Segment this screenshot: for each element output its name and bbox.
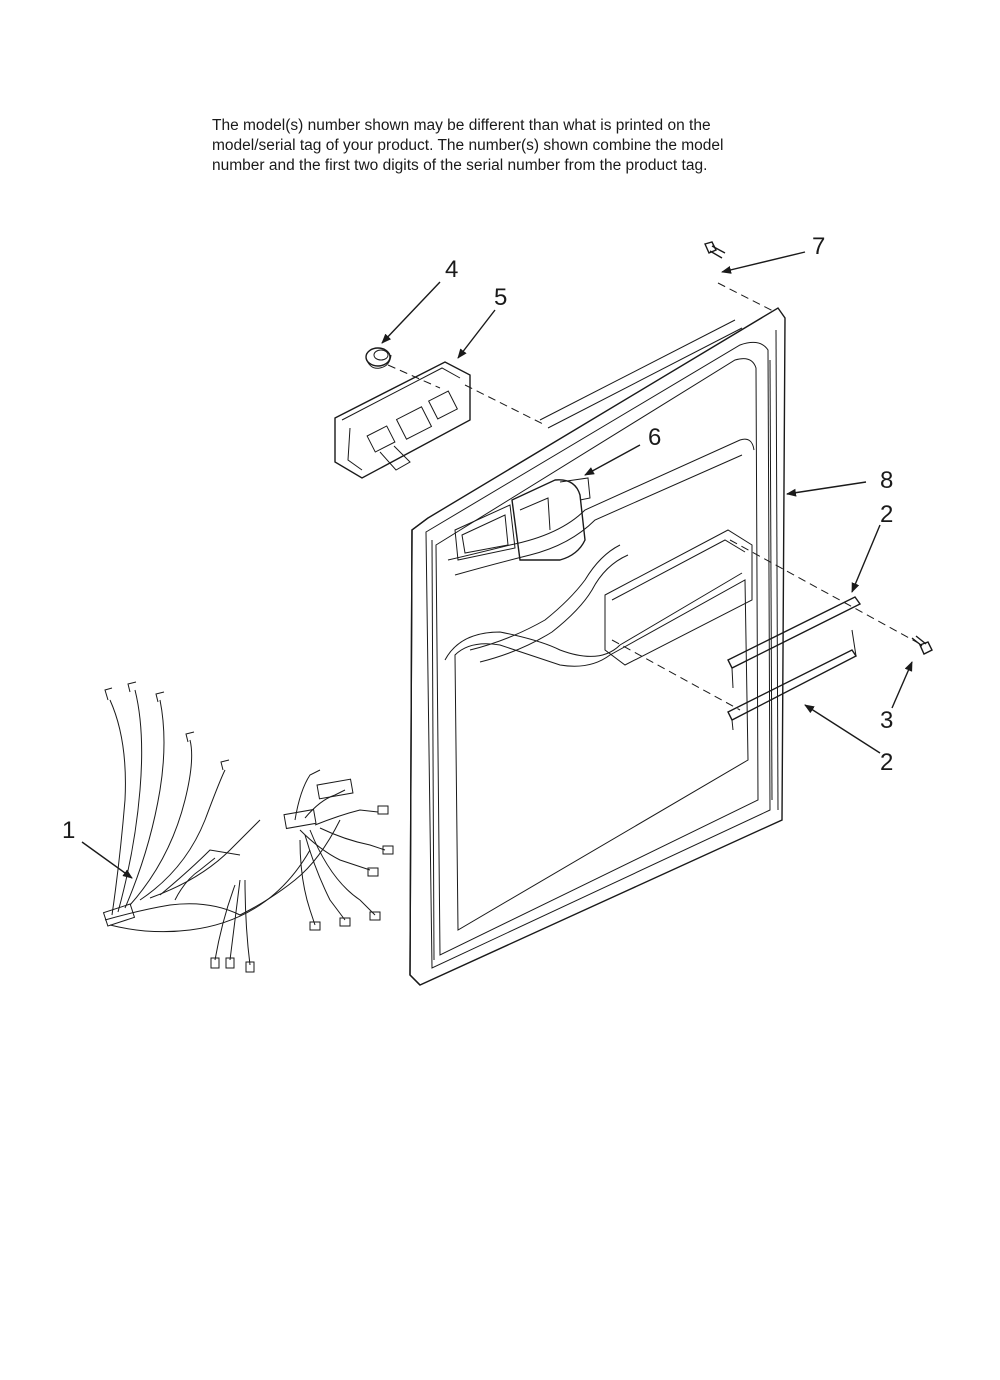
callout-6: 6	[648, 424, 661, 451]
callout-1: 1	[62, 817, 75, 844]
callout-2-lower: 2	[880, 749, 893, 776]
vent-assembly	[511, 477, 591, 561]
note-line-3: number and the first two digits of the s…	[212, 157, 708, 174]
trim-strips	[727, 596, 862, 731]
note-line-2: model/serial tag of your product. The nu…	[212, 137, 724, 154]
push-button	[365, 347, 392, 369]
leader-arrows	[81, 251, 913, 879]
model-number-note: The model(s) number shown may be differe…	[212, 116, 832, 176]
assembly-lines	[387, 282, 923, 711]
top-screw	[704, 241, 726, 259]
console-control-panel	[334, 361, 471, 479]
callout-8: 8	[880, 467, 893, 494]
callout-7: 7	[812, 233, 825, 260]
side-screw	[911, 635, 933, 655]
callout-5: 5	[494, 284, 507, 311]
wire-harness	[102, 681, 394, 973]
note-line-1: The model(s) number shown may be differe…	[212, 117, 711, 134]
callout-2-upper: 2	[880, 501, 893, 528]
callout-4: 4	[445, 256, 458, 283]
inner-door-panel	[409, 307, 786, 986]
callout-3: 3	[880, 707, 893, 734]
